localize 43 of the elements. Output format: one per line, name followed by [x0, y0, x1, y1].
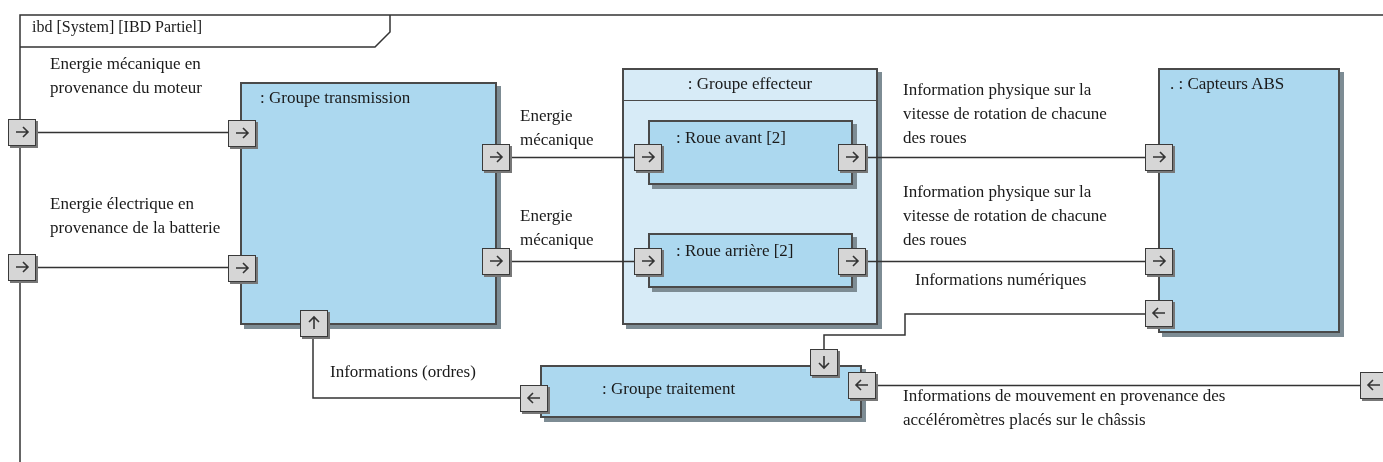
port — [1145, 144, 1173, 171]
connector — [35, 266, 229, 269]
flow-label: Energie mécanique — [520, 205, 595, 251]
connector — [509, 260, 635, 263]
flow-label: Information physique sur la vitesse de rotation de chacune des roues — [903, 181, 1108, 251]
connector — [865, 156, 1146, 159]
port — [810, 349, 838, 376]
port — [8, 119, 36, 146]
port — [1145, 248, 1173, 275]
port — [300, 310, 328, 337]
port — [838, 144, 866, 171]
flow-label: Informations (ordres) — [330, 361, 477, 383]
block-name: : Roue avant [2] — [676, 128, 786, 148]
flow-label: Informations numériques — [915, 269, 1088, 291]
block-name: : Groupe effecteur — [686, 74, 814, 94]
port — [634, 144, 662, 171]
flow-label: Energie électrique en provenance de la batterie — [50, 193, 222, 239]
flow-label: Information physique sur la vitesse de rotation de chacune des roues — [903, 79, 1108, 149]
port — [482, 144, 510, 171]
flow-label: Energie mécanique — [520, 105, 595, 151]
block-name: : Groupe transmission — [260, 88, 411, 108]
port — [848, 372, 876, 399]
block-name: : Groupe traitement — [602, 379, 736, 399]
connector — [35, 131, 229, 134]
port — [520, 385, 548, 412]
flow-label: Informations de mouvement en provenance des accéléromètres placés sur le châssis — [903, 385, 1227, 431]
connector — [875, 384, 1361, 387]
connector — [312, 336, 521, 399]
connector — [509, 156, 635, 159]
diagram-title: ibd [System] [IBD Partiel] — [32, 18, 203, 36]
port — [634, 248, 662, 275]
port — [1360, 372, 1383, 399]
port — [228, 255, 256, 282]
flow-label: Energie mécanique en provenance du moteur — [50, 53, 203, 99]
port — [838, 248, 866, 275]
port — [482, 248, 510, 275]
port — [228, 120, 256, 147]
block-name: . : Capteurs ABS — [1170, 74, 1285, 94]
port — [8, 254, 36, 281]
port — [1145, 300, 1173, 327]
connector — [865, 260, 1146, 263]
connector — [823, 313, 1146, 350]
block-name: : Roue arrière [2] — [676, 241, 794, 261]
